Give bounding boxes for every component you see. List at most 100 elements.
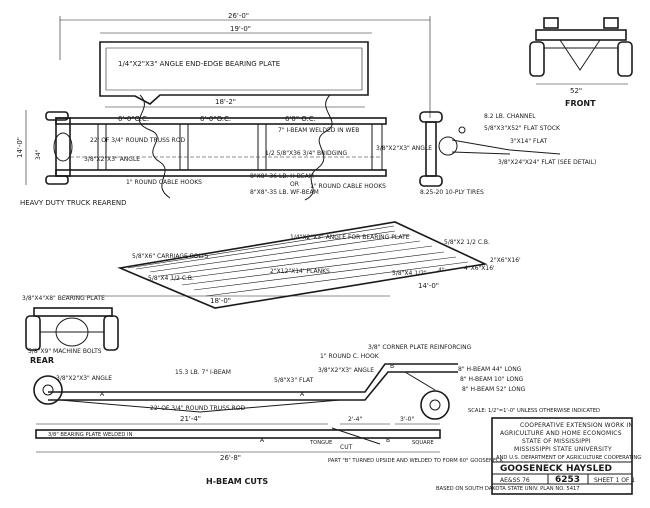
hbeam-tongue-note: TONGUE [309, 440, 332, 446]
drawing-title-a: GOOSENECK [500, 464, 564, 474]
side-rod: 22' OF 3/4" ROUND TRUSS ROD [150, 405, 246, 412]
hbeam-cuts-title: H-BEAM CUTS [206, 477, 268, 486]
crossmember-3 [257, 123, 267, 171]
deck-view: 1/4"X2"X3" ANGLE FOR BEARING PLATE 5/8"X… [64, 221, 521, 309]
side-ibeam: 15.3 LB. 7" I-BEAM [175, 369, 231, 376]
channel-note: 8.2 LB. CHANNEL [484, 113, 536, 120]
deck-timber-note: 4"X6"X16' [464, 265, 495, 272]
hbeam-length-lower: 26'-8" [220, 454, 241, 462]
deck-planks-note: 2"X12"X14' PLANKS [270, 268, 330, 275]
side-view: 3/8"X2"X3" ANGLE 15.3 LB. 7" I-BEAM 1" R… [33, 344, 526, 420]
side-corner-plate: 3/8" CORNER PLATE REINFORCING [368, 344, 472, 351]
hbeam-weld-note: PART "B" TURNED UPSIDE AND WELDED TO FOR… [328, 458, 504, 464]
angle-note-2: 3/8"X2"X3" ANGLE [376, 145, 432, 152]
side-hbeam-10: 8" H-BEAM 10" LONG [460, 376, 524, 383]
spacing-label-2: 6'-0"O.C. [200, 115, 231, 123]
deck-dim-4: 4" [438, 267, 445, 274]
front-axle-beam [535, 29, 627, 41]
beam-note: 8"X8"-36 LB. H-BEAM [250, 173, 314, 180]
title-line-2: AGRICULTURE AND HOME ECONOMICS [500, 430, 622, 437]
ibeam-note: 7" I-BEAM WELDED IN WEB [278, 127, 359, 134]
rear-tire-bottom [45, 175, 69, 185]
rear-tire-top [45, 111, 69, 121]
drawing-title-b: HAYSLED [566, 464, 612, 474]
front-axle [425, 121, 437, 177]
rear-bearing-note: 3/8"X4"X8" BEARING PLATE [22, 295, 105, 302]
break-line-right [304, 94, 333, 201]
sheet-number: SHEET 1 OF 1 [594, 477, 635, 484]
end-bearing-plate-outline [99, 41, 369, 105]
title-line-4: MISSISSIPPI STATE UNIVERSITY [514, 446, 612, 453]
side-label-a1: A [100, 391, 105, 398]
front-view-title: FRONT [565, 99, 596, 108]
drawing-number: 6253 [555, 475, 580, 485]
bridging-note: 1/2 5/8"X36 3/4" BRIDGING [265, 150, 348, 157]
side-rail-dim: 34" [35, 149, 42, 160]
top-plan-view: 26'-0" 19'-0" 1/4"X2"X3" ANGLE END-EDGE … [16, 12, 596, 207]
hbeam-cut-line [331, 427, 381, 445]
hbeam-bar [35, 429, 441, 439]
side-angle-mid: 3/8"X2"X3" ANGLE [318, 367, 374, 374]
hbeam-label-b: B [386, 437, 390, 444]
based-on-note: BASED ON SOUTH DAKOTA STATE UNIV. PLAN N… [436, 486, 580, 492]
side-frame-top [48, 363, 458, 393]
front-bearing-right [603, 17, 619, 29]
side-front-wheel [420, 390, 450, 420]
flat-note: 3"X14" FLAT [510, 138, 548, 145]
rear-axle-housing [55, 117, 71, 177]
rear-view-tire-right [103, 315, 119, 351]
side-flat: 5/8"X3" FLAT [274, 377, 314, 384]
side-hbeam-52: 8" H-BEAM 52" LONG [462, 386, 526, 393]
front-view: 52" FRONT [529, 17, 633, 108]
deck-width: 14'-0" [418, 282, 439, 290]
title-line-5: AND U.S. DEPARTMENT OF AGRICULTURE COOPE… [496, 455, 641, 461]
deck-bolts-note: 5/8"X6" CARRIAGE BOLTS [132, 253, 209, 260]
end-plate-note: 1/4"X2"X3" ANGLE END-EDGE BEARING PLATE [118, 60, 280, 68]
title-line-3: STATE OF MISSISSIPPI [522, 438, 591, 445]
hbeam-length-upper: 21'-4" [180, 415, 201, 423]
cable-hooks-left: 1" ROUND CABLE HOOKS [126, 179, 202, 186]
tongue-pivot [458, 126, 466, 134]
rearend-differential [53, 132, 73, 162]
rear-view: 3/8"X4"X8" BEARING PLATE 5/8"X9" MACHINE… [22, 295, 119, 365]
side-round-hook: 1" ROUND C. HOOK [320, 353, 380, 360]
side-gooseneck-brace [404, 371, 436, 391]
front-bearing-left [543, 17, 559, 29]
deck-crossbar-note: 5/8"X4 1/2 C.B. [148, 275, 194, 282]
rearend-note: HEAVY DUTY TRUCK REAREND [20, 199, 127, 207]
side-front-hub [429, 399, 441, 411]
drawing-code: AE&SS 76 [500, 477, 530, 484]
deck-dim-small: 5/8"X4 1/2" [392, 270, 427, 277]
deck-bearing-plate-note: 1/4"X2"X3" ANGLE FOR BEARING PLATE [290, 234, 410, 241]
tires-note: 8.25-20 10-PLY TIRES [420, 189, 484, 196]
rear-view-tire-left [25, 315, 41, 351]
side-truss-rod [59, 399, 341, 413]
spacing-label-1: 6'-0"O.C. [118, 115, 149, 123]
deck-outline [117, 221, 488, 309]
side-rear-hub [42, 384, 54, 396]
title-line-1: COOPERATIVE EXTENSION WORK IN [520, 422, 633, 429]
overall-length-label: 26'-0" [228, 12, 249, 20]
hbeam-dim-b: 3'-0" [400, 416, 414, 423]
hbeam-square-note: SQUARE [412, 440, 434, 446]
title-block-frame [491, 417, 633, 495]
side-angle-left: 3/8"X2"X3" ANGLE [56, 375, 112, 382]
deck-cb-note: 5/8"X2 1/2 C.B. [444, 239, 490, 246]
tongue [451, 139, 561, 155]
scale-note: SCALE: 1/2"=1'-0" UNLESS OTHERWISE INDIC… [468, 408, 600, 414]
front-tire-bottom [419, 175, 443, 187]
side-frame-bottom [48, 371, 458, 401]
crossmember-1 [97, 123, 107, 171]
deck-timber-note-2: 2"X6"X16' [490, 257, 521, 264]
front-dimension: 52" [570, 87, 582, 95]
span-length-label: 18'-2" [215, 98, 236, 106]
crossmember-4 [371, 123, 383, 171]
rear-view-title: REAR [30, 356, 54, 365]
frame-rail-bottom [55, 169, 387, 177]
deck-length: 18'-0" [210, 297, 231, 305]
hbeam-cuts: 21'-4" 2'-4" 3'-0" 3/8" BEARING PLATE WE… [35, 415, 504, 486]
side-label-b: B [390, 363, 394, 370]
width-label: 14'-0" [16, 137, 24, 158]
